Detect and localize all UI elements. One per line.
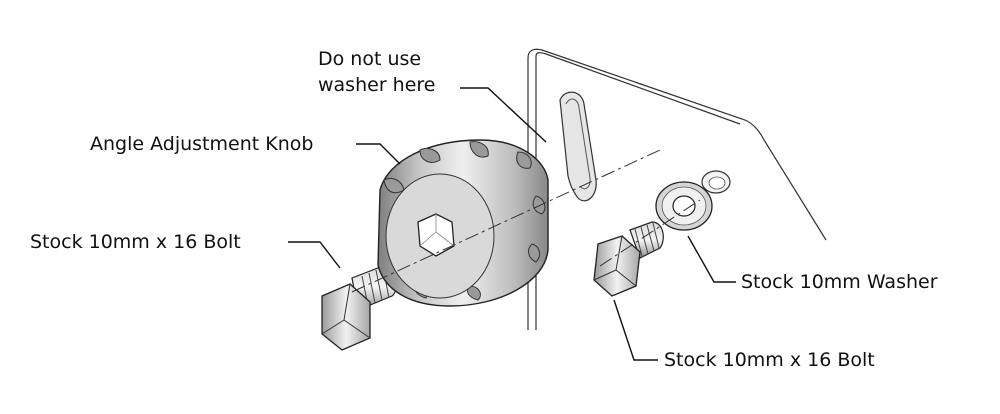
leader-bolt-left — [288, 241, 341, 269]
leader-angle-knob — [356, 143, 401, 165]
label-do-not-use-line1: Do not use — [318, 48, 422, 70]
washer-part — [655, 181, 713, 231]
right-bolt-part — [593, 221, 664, 297]
bracket-plate — [527, 48, 827, 330]
angle-knob-part — [377, 139, 549, 307]
centerline — [351, 149, 661, 293]
label-bolt-left: Stock 10mm x 16 Bolt — [30, 231, 241, 253]
label-angle-knob: Angle Adjustment Knob — [90, 133, 314, 155]
centerline-right — [599, 199, 701, 267]
label-washer: Stock 10mm Washer — [741, 271, 938, 293]
label-bolt-right: Stock 10mm x 16 Bolt — [664, 349, 875, 371]
leader-do-not-use — [460, 87, 547, 143]
leader-washer — [687, 235, 736, 283]
leader-bolt-right — [613, 299, 658, 361]
label-do-not-use-line2: washer here — [318, 74, 436, 96]
label-do-not-use: Do not use washer here — [318, 46, 435, 98]
